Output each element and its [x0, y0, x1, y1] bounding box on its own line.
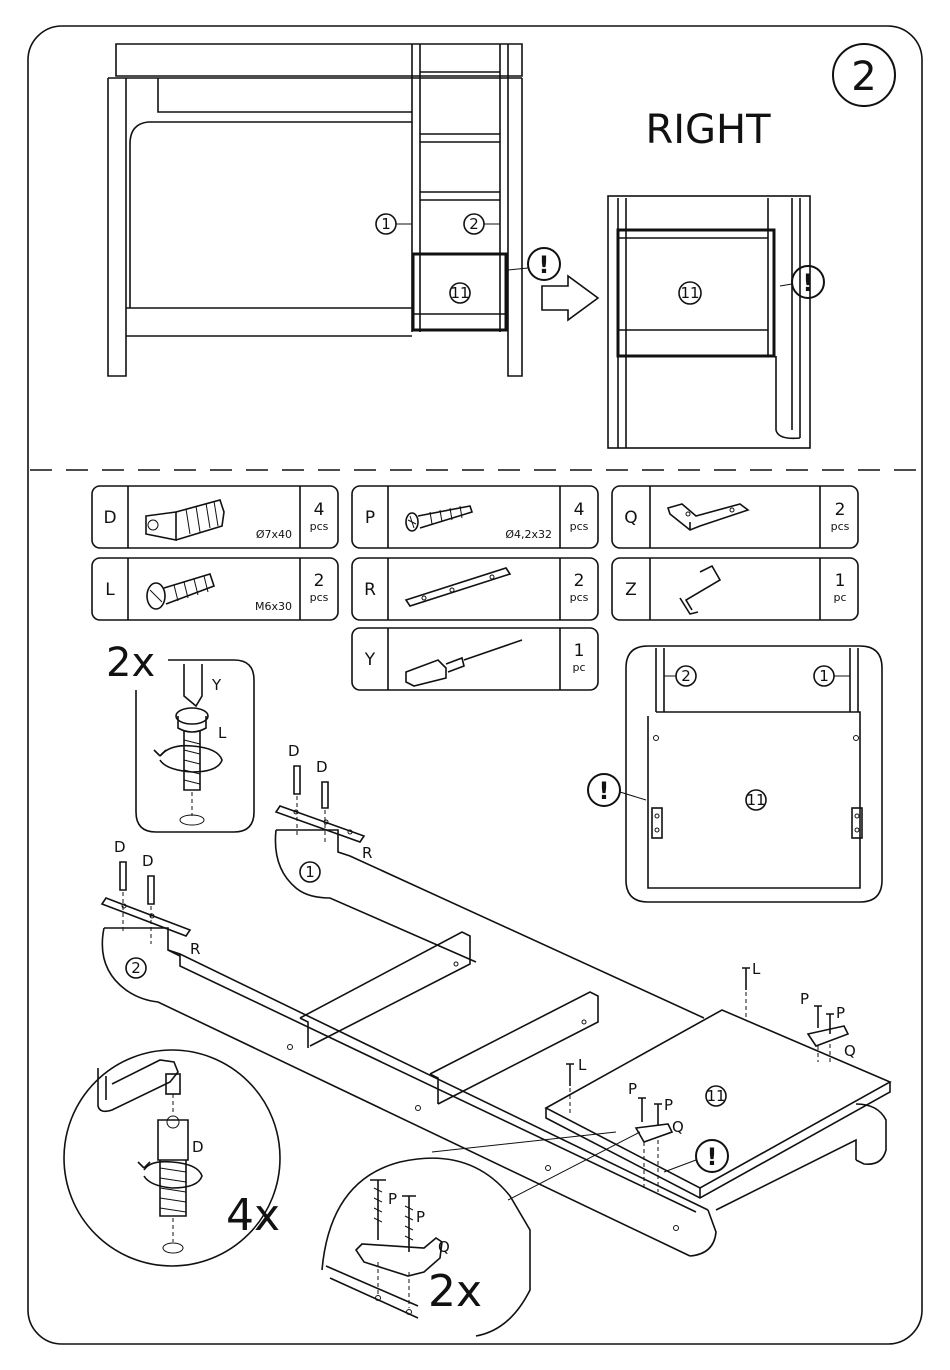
svg-text:Q: Q — [672, 1118, 684, 1136]
part-unit: pcs — [831, 520, 850, 533]
part-size: Ø4,2x32 — [505, 528, 552, 541]
svg-text:P: P — [388, 1190, 397, 1208]
part-qty: 1 — [835, 571, 846, 591]
svg-text:L: L — [752, 960, 761, 978]
part-card — [92, 558, 338, 620]
callout-part-2: 2 — [469, 215, 479, 233]
ladder-assembly-drawing: 1 2 11 ! — [102, 830, 890, 1256]
side-heading: RIGHT — [645, 107, 771, 153]
svg-text:Y: Y — [211, 676, 222, 694]
part-qty: 4 — [314, 500, 325, 520]
part-letter: D — [103, 508, 116, 528]
part-qty: 4 — [574, 500, 585, 520]
bolt-icon — [147, 574, 214, 609]
multiplier-bracket: 2x — [428, 1266, 482, 1317]
multiplier-screw: 2x — [106, 640, 155, 686]
part-card — [352, 558, 598, 620]
part-card — [92, 486, 338, 548]
part-letter: R — [364, 580, 376, 600]
part-card — [352, 628, 598, 690]
svg-text:1: 1 — [819, 667, 829, 685]
svg-text:R: R — [190, 940, 200, 958]
part-letter: Q — [624, 508, 637, 528]
part-size: M6x30 — [255, 600, 292, 613]
part-card — [612, 558, 858, 620]
svg-text:!: ! — [803, 269, 814, 297]
svg-text:11: 11 — [746, 791, 765, 809]
svg-text:2: 2 — [681, 667, 691, 685]
svg-text:P: P — [800, 990, 809, 1008]
svg-text:D: D — [288, 742, 300, 760]
svg-text:11: 11 — [680, 284, 699, 302]
screwdriver-icon — [406, 640, 522, 686]
part-letter: P — [365, 508, 375, 528]
svg-text:11: 11 — [706, 1087, 725, 1105]
svg-text:!: ! — [599, 777, 610, 805]
part-unit: pcs — [310, 591, 329, 604]
svg-text:D: D — [316, 758, 328, 776]
hex-key-icon — [680, 566, 720, 614]
wood-screw-icon — [406, 506, 472, 531]
part-qty: 1 — [574, 641, 585, 661]
svg-text:Q: Q — [844, 1042, 856, 1060]
svg-text:P: P — [664, 1096, 673, 1114]
svg-text:2: 2 — [131, 959, 141, 977]
part-unit: pc — [572, 661, 585, 674]
step-number: 2 — [851, 54, 876, 100]
zoom-detail — [608, 196, 810, 448]
dowel-icon — [146, 500, 224, 540]
part-unit: pcs — [570, 520, 589, 533]
arrow-icon — [542, 276, 598, 320]
part-qty: 2 — [835, 500, 846, 520]
bed-elevation-drawing: 1 2 11 — [108, 44, 522, 376]
svg-text:L: L — [218, 724, 227, 742]
part-letter: Z — [625, 580, 637, 600]
svg-text:P: P — [836, 1004, 845, 1022]
part-unit: pcs — [570, 591, 589, 604]
svg-text:P: P — [416, 1208, 425, 1226]
svg-text:D: D — [142, 852, 154, 870]
plate-icon — [406, 568, 510, 606]
part-card — [612, 486, 858, 548]
svg-text:P: P — [628, 1080, 637, 1098]
callout-part-1: 1 — [381, 215, 391, 233]
svg-text:D: D — [114, 838, 126, 856]
svg-text:!: ! — [539, 251, 550, 279]
bracket-icon — [668, 504, 748, 530]
multiplier-dowel: 4x — [226, 1190, 280, 1241]
part-unit: pc — [833, 591, 846, 604]
part-letter: Y — [364, 650, 376, 670]
part-size: Ø7x40 — [256, 528, 292, 541]
svg-text:Q: Q — [438, 1238, 450, 1256]
callout-part-11: 11 — [450, 284, 469, 302]
part-unit: pcs — [310, 520, 329, 533]
svg-text:D: D — [192, 1138, 204, 1156]
svg-text:R: R — [362, 844, 372, 862]
svg-text:1: 1 — [305, 863, 315, 881]
svg-text:!: ! — [707, 1143, 718, 1171]
svg-text:L: L — [578, 1056, 587, 1074]
part-qty: 2 — [574, 571, 585, 591]
part-qty: 2 — [314, 571, 325, 591]
part-letter: L — [105, 580, 115, 600]
part-card — [352, 486, 598, 548]
